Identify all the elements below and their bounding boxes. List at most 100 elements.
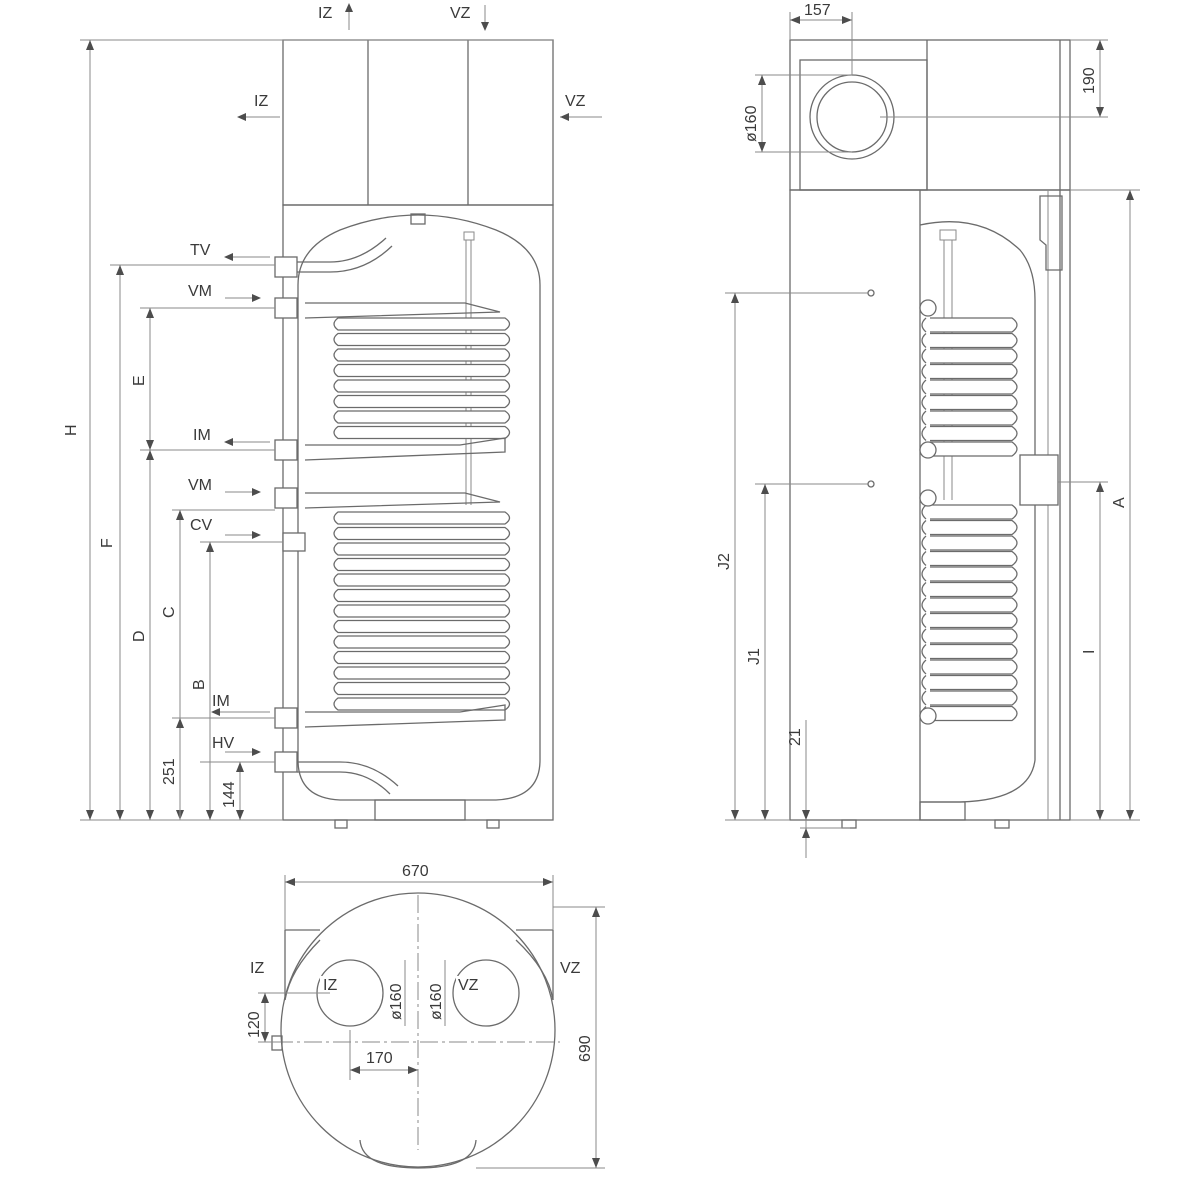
dim-251: 251: [161, 758, 178, 785]
side-coil-loop: [930, 441, 1018, 457]
dim-h: H: [63, 424, 80, 436]
side-coil-loop: [930, 379, 1018, 395]
top-view-outline: [280, 892, 556, 1168]
side-duct-mesh: [816, 81, 888, 153]
dim-157: 157: [804, 2, 831, 19]
dim-670: 670: [402, 863, 429, 880]
side-coil-loop: [930, 519, 1018, 536]
side-coil-loop: [930, 425, 1018, 442]
upper-heat-coil: [304, 302, 511, 461]
connection-stubs: [274, 256, 306, 773]
dim-side-160: ø160: [743, 105, 760, 142]
side-tank: [919, 221, 1036, 803]
dim-top-vz-160: ø160: [428, 983, 445, 1020]
coil-loop: [333, 394, 511, 409]
im-upper-label: IM: [193, 427, 211, 444]
dim-690: 690: [577, 1035, 594, 1062]
top-view: IZ VZ IZ VZ 670 690 170 120 ø160 ø160: [246, 863, 605, 1169]
front-top-vz-label: VZ: [450, 5, 471, 22]
dim-21: 21: [787, 728, 804, 746]
front-top-iz-label: IZ: [318, 5, 332, 22]
coil-loop: [333, 588, 511, 603]
top-iz-inner-label: IZ: [323, 977, 337, 994]
tv-label: TV: [190, 242, 211, 259]
dim-a: A: [1111, 497, 1128, 508]
front-side-vz-label: VZ: [565, 93, 586, 110]
dim-j2: J2: [716, 553, 733, 570]
side-coil-port: [919, 441, 937, 459]
coil-loop: [333, 332, 511, 347]
vm-upper-label: VM: [188, 283, 212, 300]
side-coil-loop: [930, 659, 1018, 675]
im-lower-label: IM: [212, 693, 230, 710]
side-coil-loop: [930, 690, 1018, 706]
coil-loop: [333, 363, 511, 378]
coil-loop: [333, 666, 511, 680]
front-side-iz-label: IZ: [254, 93, 268, 110]
vm-lower-label: VM: [188, 477, 212, 494]
side-coil-loop: [930, 535, 1018, 551]
side-coil-loop: [930, 348, 1018, 364]
top-iz-label: IZ: [250, 960, 264, 977]
coil-loop: [333, 526, 511, 541]
coil-loop: [333, 379, 511, 393]
top-vz-inner-label: VZ: [458, 977, 479, 994]
side-view: 157 190 ø160 J2 J1 21 A: [716, 2, 1140, 858]
coil-loop: [333, 425, 511, 440]
side-coil-loop: [930, 566, 1018, 582]
dim-190: 190: [1081, 67, 1098, 94]
dim-f: F: [99, 538, 116, 548]
coil-loop: [333, 681, 511, 696]
dim-144: 144: [221, 781, 238, 808]
coil-loop: [333, 348, 511, 362]
front-housing: [282, 39, 554, 206]
side-coil-loop: [930, 597, 1018, 613]
hv-label: HV: [212, 735, 235, 752]
side-coil-loop: [930, 317, 1018, 333]
side-coil-loop: [930, 504, 1018, 520]
coil-loop: [333, 619, 511, 634]
side-coil-loop: [930, 643, 1018, 660]
front-tank: [297, 214, 541, 801]
coil-loop: [333, 410, 511, 424]
side-coil-loop: [930, 581, 1018, 598]
side-coil-loop: [930, 410, 1018, 426]
side-heat-coils: [919, 299, 1018, 725]
top-vz-duct: [452, 959, 520, 1027]
front-dimension-lines: H F E D C B: [63, 39, 553, 821]
dim-top-iz-160: ø160: [388, 983, 405, 1020]
dim-170: 170: [366, 1050, 393, 1067]
side-sensor: [1019, 454, 1059, 506]
lower-heat-coil: [304, 492, 511, 728]
dim-120: 120: [246, 1011, 263, 1038]
coil-loop: [333, 573, 511, 587]
side-coil-loop: [930, 394, 1018, 411]
side-coil-loop: [930, 332, 1018, 349]
coil-loop: [333, 542, 511, 556]
side-coil-port: [919, 707, 937, 725]
coil-loop: [333, 557, 511, 572]
side-coil-loop: [930, 705, 1018, 722]
side-coil-loop: [930, 363, 1018, 380]
dim-i: I: [1081, 650, 1098, 654]
side-coil-loop: [930, 550, 1018, 567]
coil-loop: [333, 635, 511, 649]
side-coil-port: [919, 299, 937, 317]
side-coil-loop: [930, 674, 1018, 691]
cv-label: CV: [190, 517, 213, 534]
coil-loop: [333, 511, 511, 525]
side-housing: [789, 39, 1071, 191]
front-view: IZ VZ IZ VZ TV VM IM VM CV IM HV: [63, 3, 602, 829]
coil-loop: [333, 650, 511, 665]
dim-j1: J1: [746, 648, 763, 665]
side-coil-port: [919, 489, 937, 507]
dim-e: E: [131, 375, 148, 386]
coil-loop: [333, 317, 511, 331]
dim-b: B: [191, 679, 208, 690]
side-coil-loop: [930, 628, 1018, 644]
dim-c: C: [161, 606, 178, 618]
side-coil-loop: [930, 612, 1018, 629]
coil-loop: [333, 604, 511, 618]
top-vz-label: VZ: [560, 960, 581, 977]
